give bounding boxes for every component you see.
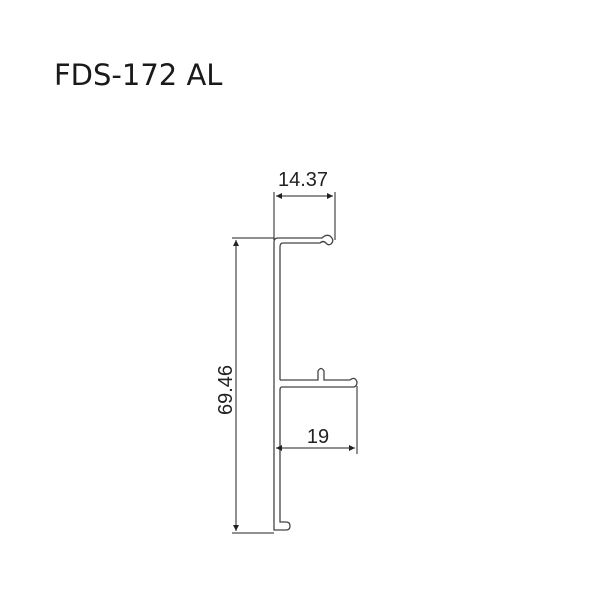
dimension-height: 69.46 [215, 237, 274, 534]
dim-shelf-width-label: 19 [307, 426, 329, 448]
dim-top-width-label: 14.37 [278, 169, 328, 191]
dim-height-label: 69.46 [215, 365, 237, 415]
dimension-top-width: 14.37 [273, 169, 336, 240]
profile-title: FDS-172 AL [54, 58, 223, 92]
profile-outline [273, 234, 358, 531]
dimension-shelf-width: 19 [276, 386, 358, 454]
